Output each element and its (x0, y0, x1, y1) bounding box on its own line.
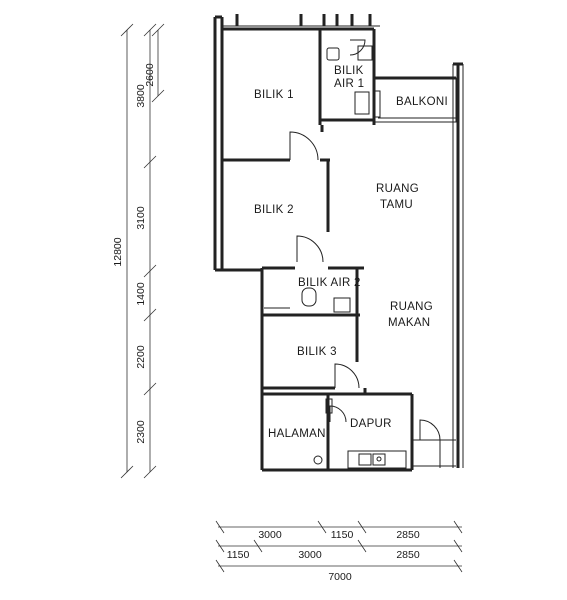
label-ruang-makan-line2: MAKAN (388, 317, 430, 329)
doors (289, 39, 441, 468)
label-bilik-3: BILIK 3 (297, 346, 337, 358)
label-bilik-1: BILIK 1 (254, 89, 294, 101)
room-labels: BILIK 1 BILIK AIR 1 BALKONI RUANG TAMU B… (254, 65, 448, 440)
dim-2200: 2200 (135, 345, 147, 369)
label-halaman: HALAMAN (268, 428, 326, 440)
label-ruang-makan-line1: RUANG (390, 301, 433, 313)
dim-h1-1: 1150 (331, 529, 354, 541)
label-ruang-tamu-line2: TAMU (380, 199, 413, 211)
label-ruang-tamu-line1: RUANG (376, 183, 419, 195)
dim-h2-1: 3000 (298, 549, 322, 561)
dim-1400: 1400 (135, 282, 147, 306)
horizontal-dimensions: 3000 1150 2850 1150 3000 2850 7000 (215, 520, 463, 583)
dim-h1-2: 2850 (396, 529, 420, 541)
dim-2300: 2300 (135, 420, 147, 444)
dim-h-total: 7000 (328, 571, 352, 583)
label-bilik-air-2: BILIK AIR 2 (298, 277, 361, 289)
label-balkoni: BALKONI (396, 96, 448, 108)
dim-3800: 3800 (135, 84, 147, 108)
label-bilik-air-1-line1: BILIK (334, 65, 364, 77)
label-bilik-air-1-line2: AIR 1 (334, 78, 364, 90)
dim-3100: 3100 (135, 206, 147, 230)
walls (213, 14, 464, 472)
dim-h2-0: 1150 (227, 549, 250, 561)
dim-total-vertical: 12800 (112, 237, 124, 266)
dim-h1-0: 3000 (258, 529, 282, 541)
vertical-dimensions: 12800 3800 2600 3100 1400 2200 2300 (112, 23, 165, 479)
label-dapur: DAPUR (350, 418, 392, 430)
dim-2600: 2600 (144, 63, 156, 87)
dim-h2-2: 2850 (396, 549, 420, 561)
label-bilik-2: BILIK 2 (254, 204, 294, 216)
